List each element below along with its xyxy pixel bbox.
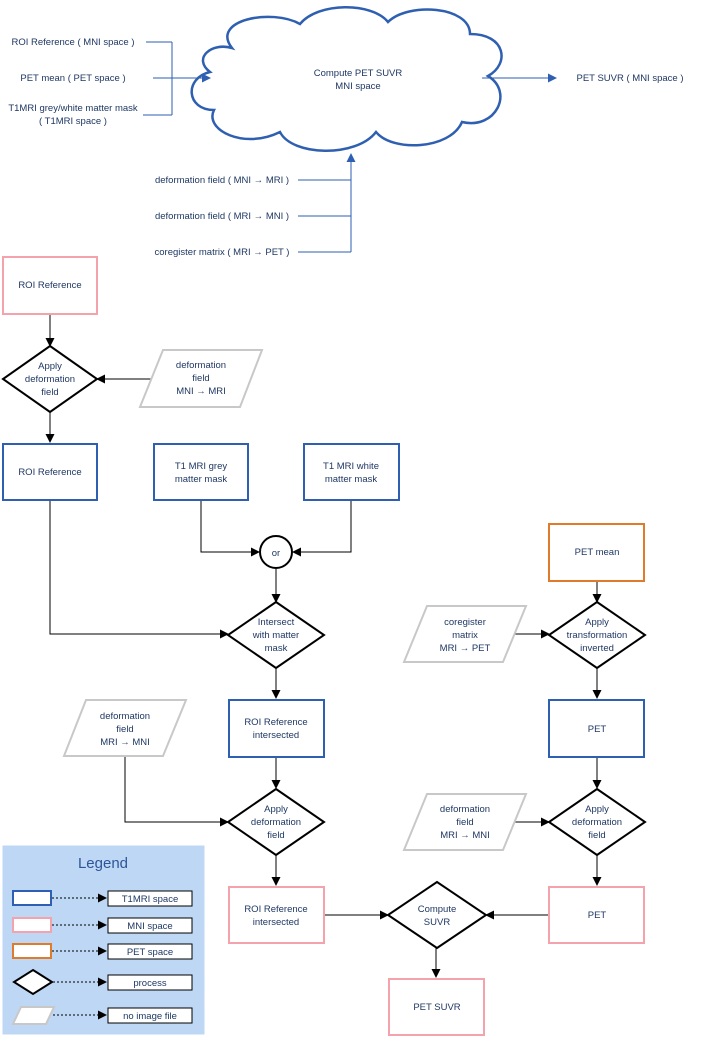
input-connector — [143, 41, 211, 116]
node-label: ROI Reference — [244, 717, 307, 728]
node-label: deformation — [440, 804, 490, 815]
legend-label: MNI space — [127, 921, 172, 932]
node-apply-deformation-1: Apply deformation field — [1, 344, 99, 414]
node-roi-intersected-mni: ROI Reference intersected — [228, 886, 325, 944]
node-label: Apply — [38, 361, 62, 372]
node-label: field — [192, 373, 209, 384]
node-def-field-mri-mni-right: deformation field MRI → MNI — [402, 793, 528, 851]
node-roi-reference-t1: ROI Reference — [2, 443, 98, 501]
node-roi-reference-mni: ROI Reference — [2, 256, 98, 315]
node-label: intersected — [253, 730, 299, 741]
node-label: PET SUVR — [413, 1002, 460, 1013]
input-pet-mean: PET mean ( PET space ) — [20, 73, 125, 84]
node-grey-matter-mask: T1 MRI grey matter mask — [153, 443, 249, 501]
node-label: Apply — [585, 617, 609, 628]
node-label: inverted — [580, 643, 614, 654]
node-label: deformation — [251, 817, 301, 828]
node-label: MNI → MRI — [176, 386, 226, 397]
node-label: PET — [588, 910, 607, 921]
legend: Legend T1MRI space MNI space PET space p… — [2, 845, 205, 1035]
node-label: with matter — [252, 630, 299, 641]
node-label: deformation — [572, 817, 622, 828]
legend-label: no image file — [123, 1011, 177, 1022]
node-label: field — [267, 830, 284, 841]
legend-item-no-image: no image file — [11, 1006, 193, 1025]
node-apply-deformation-3: Apply deformation field — [547, 787, 647, 857]
node-label: mask — [265, 643, 288, 654]
node-label: matrix — [452, 630, 478, 641]
legend-item-t1mri: T1MRI space — [12, 890, 193, 907]
node-pet-suvr: PET SUVR — [388, 978, 485, 1036]
node-label: ROI Reference — [18, 280, 81, 291]
node-label: ROI Reference — [244, 904, 307, 915]
node-label: matter mask — [325, 474, 378, 485]
node-label: field — [456, 817, 473, 828]
node-coregister-matrix: coregister matrix MRI → PET — [402, 605, 528, 663]
node-apply-transformation: Apply transformation inverted — [547, 600, 647, 670]
node-pet-mean: PET mean — [548, 523, 645, 582]
node-pet-t1: PET — [548, 699, 645, 758]
node-apply-deformation-2: Apply deformation field — [226, 787, 326, 857]
node-roi-intersected-t1: ROI Reference intersected — [228, 699, 325, 758]
node-def-field-mni-mri: deformation field MNI → MRI — [138, 349, 264, 408]
transform-def-mni-mri: deformation field ( MNI → MRI ) — [155, 175, 289, 186]
legend-label: process — [133, 978, 167, 989]
node-label: coregister — [444, 617, 486, 628]
legend-label: PET space — [127, 947, 173, 958]
node-def-field-mri-mni-left: deformation field MRI → MNI — [62, 699, 188, 757]
legend-item-pet: PET space — [12, 943, 193, 960]
transform-coreg: coregister matrix ( MRI → PET ) — [155, 247, 290, 258]
cloud-label-1: Compute PET SUVR — [314, 68, 403, 79]
node-label: or — [272, 548, 280, 559]
node-label: Intersect — [258, 617, 295, 628]
node-label: deformation — [25, 374, 75, 385]
input-mask-2: ( T1MRI space ) — [39, 116, 107, 127]
node-label: field — [41, 387, 58, 398]
node-label: Apply — [585, 804, 609, 815]
node-white-matter-mask: T1 MRI white matter mask — [303, 443, 400, 501]
input-roi-mni: ROI Reference ( MNI space ) — [11, 37, 134, 48]
node-label: SUVR — [424, 917, 451, 928]
node-compute-suvr: Compute SUVR — [386, 880, 488, 950]
node-label: transformation — [567, 630, 628, 641]
cloud-label-2: MNI space — [335, 81, 380, 92]
node-label: ROI Reference — [18, 467, 81, 478]
legend-item-mni: MNI space — [12, 917, 193, 934]
node-label: Compute — [418, 904, 457, 915]
compute-cloud — [190, 6, 503, 152]
node-label: matter mask — [175, 474, 228, 485]
legend-item-process: process — [12, 968, 193, 996]
flow-connectors — [45, 314, 602, 978]
node-pet-mni: PET — [548, 886, 645, 944]
legend-title: Legend — [78, 855, 128, 872]
node-label: Apply — [264, 804, 288, 815]
node-intersect: Intersect with matter mask — [226, 600, 326, 670]
output-pet-suvr-mni: PET SUVR ( MNI space ) — [577, 73, 684, 84]
node-label: field — [116, 724, 133, 735]
input-mask-1: T1MRI grey/white matter mask — [8, 103, 138, 114]
node-label: MRI → MNI — [440, 830, 490, 841]
node-label: intersected — [253, 917, 299, 928]
node-label: field — [588, 830, 605, 841]
node-label: PET — [588, 724, 607, 735]
transform-def-mri-mni: deformation field ( MRI → MNI ) — [155, 211, 289, 222]
summary-section: Compute PET SUVR MNI space ROI Reference… — [8, 6, 684, 258]
node-label: deformation — [176, 360, 226, 371]
node-label: PET mean — [575, 547, 620, 558]
legend-label: T1MRI space — [122, 894, 179, 905]
node-label: MRI → PET — [440, 643, 491, 654]
node-label: deformation — [100, 711, 150, 722]
node-label: T1 MRI white — [323, 461, 379, 472]
transform-connector — [298, 153, 356, 253]
node-label: MRI → MNI — [100, 737, 150, 748]
node-label: T1 MRI grey — [175, 461, 228, 472]
node-or: or — [259, 535, 293, 569]
